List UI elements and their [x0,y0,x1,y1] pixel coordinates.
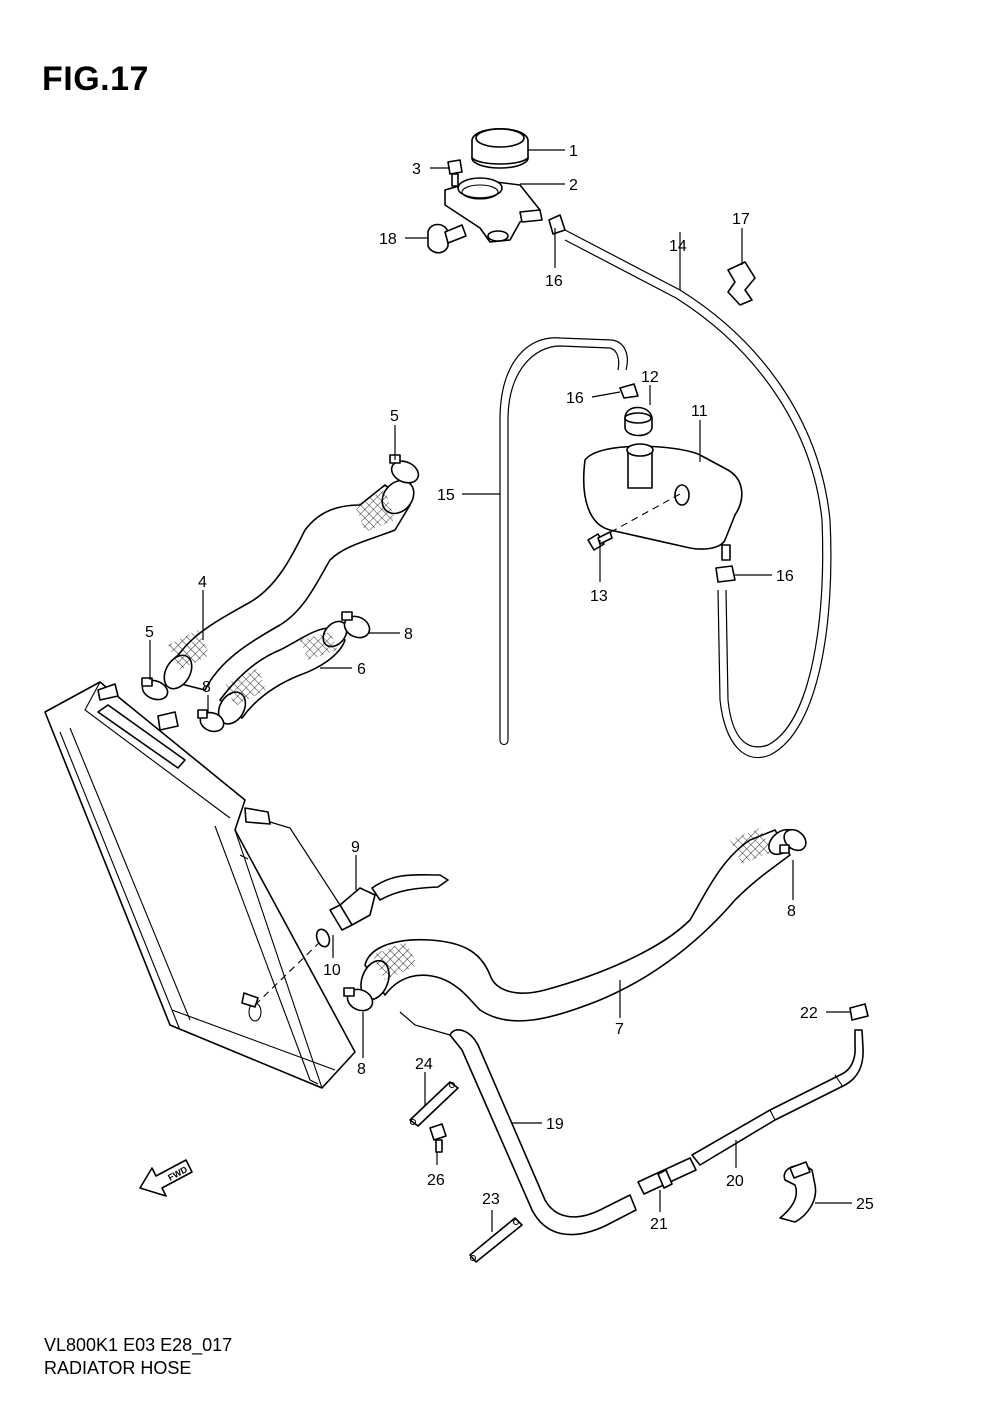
callout-13: 13 [590,588,608,605]
clamp-8-upper [341,611,371,639]
hose-7-leader-19 [399,1011,451,1036]
bracket-23 [469,1217,523,1263]
hose-15 [499,337,628,746]
callout-1: 1 [569,143,578,160]
radiator-leader-10 [254,939,323,1006]
callout-21: 21 [650,1216,668,1233]
figure-name: RADIATOR HOSE [44,1358,192,1378]
reservoir-tank [582,443,743,561]
callout-14: 14 [669,238,687,255]
callout-17: 17 [732,211,750,228]
reservoir-cap [624,406,653,437]
hose-14 [564,229,832,759]
hose-6 [217,620,348,725]
callout-6: 6 [357,661,366,678]
hose-4 [163,479,415,691]
pipe-19 [449,1029,637,1236]
callout-8-mid: 8 [202,679,211,696]
hose-7 [360,828,796,1022]
callout-8-lower: 8 [357,1061,366,1078]
radiator-cap [471,128,529,169]
callout-7: 7 [615,1021,624,1038]
callout-11: 11 [691,403,708,420]
fwd-arrow: FWD [139,1159,193,1197]
callout-5-upper: 5 [390,408,399,425]
callout-25: 25 [856,1196,874,1213]
callout-20: 20 [726,1173,744,1190]
clamp-8-mid [197,709,225,733]
radiator-leader-9 [269,821,341,906]
callout-16-low: 16 [776,568,794,585]
callout-22: 22 [800,1005,818,1022]
clamp-16-mid [619,383,639,399]
clamp-16-low [715,565,736,583]
callout-8-upper: 8 [404,626,413,643]
clamp-8-right [779,828,807,854]
callout-15: 15 [437,487,455,504]
bracket-24 [409,1081,459,1127]
callout-2: 2 [569,177,578,194]
callout-19: 19 [546,1116,564,1133]
callout-18: 18 [379,231,397,248]
callout-3: 3 [412,161,421,178]
callout-4: 4 [198,574,207,591]
callout-leaders [149,149,852,1232]
callout-24: 24 [415,1056,433,1073]
bolt-26 [429,1123,447,1153]
radiator-top-clamps [97,683,179,731]
bolt-3 [447,159,463,187]
callout-8-right: 8 [787,903,796,920]
callout-16-mid: 16 [566,390,584,407]
callout-26: 26 [427,1172,445,1189]
callout-5-lower: 5 [145,624,154,641]
model-code: VL800K1 E03 E28_017 [44,1335,233,1355]
callout-16-top: 16 [545,273,563,290]
clamp-8-lower [343,987,374,1012]
tank-bolt-leader [599,493,681,539]
clamp-5-lower [141,677,169,701]
clamp-16-top [548,214,566,235]
callout-12: 12 [641,369,659,386]
callout-labels: 1 2 3 4 5 5 6 7 8 8 8 8 9 10 11 12 13 14… [145,143,874,1233]
thermo-switch [315,873,449,948]
figure-title: FIG.17 [42,60,149,98]
callout-23: 23 [482,1191,500,1208]
clamp-25 [779,1161,817,1223]
callout-10: 10 [323,962,341,979]
radiator [44,681,356,1089]
callout-9: 9 [351,839,360,856]
clamp-17 [727,261,756,306]
filler-neck [444,177,543,243]
pipe-20 [691,1029,864,1166]
clamp-22 [849,1003,869,1021]
fitting-21 [637,1157,697,1195]
clip-18 [427,223,467,254]
